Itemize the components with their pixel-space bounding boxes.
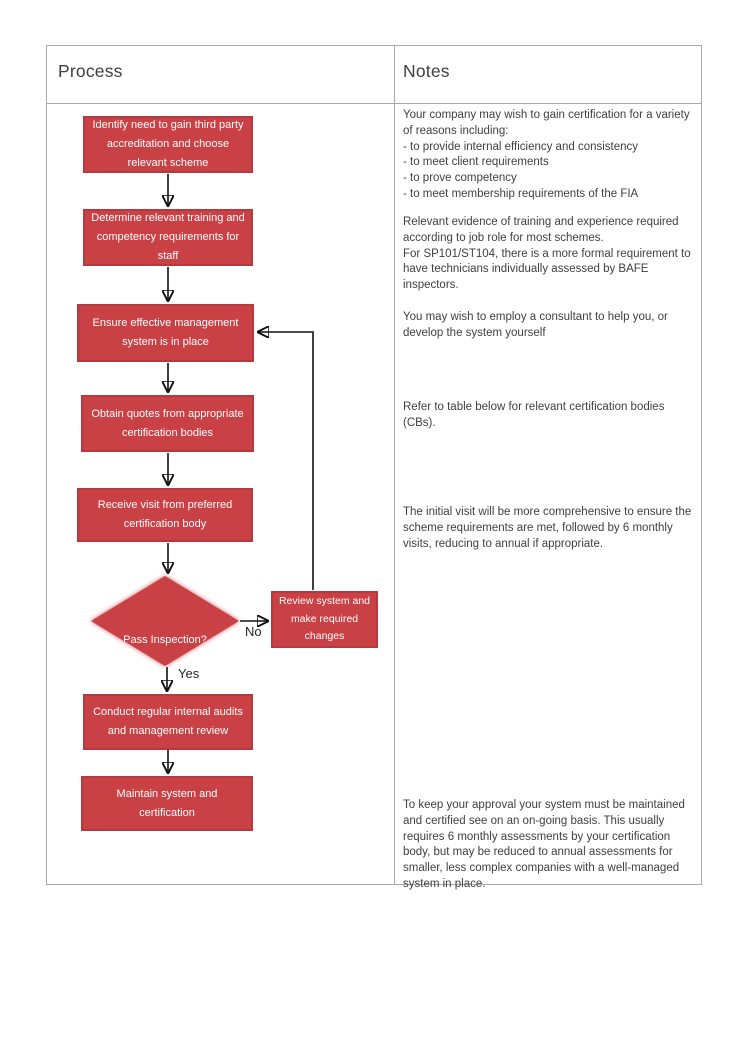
process-column-header: Process (58, 61, 123, 81)
note-cb-table-reference: Refer to table below for relevant certif… (403, 401, 665, 429)
flow-step-obtain-quotes: Obtain quotes from appropriate certifica… (81, 395, 254, 452)
flow-step-determine-training: Determine relevant training and competen… (83, 209, 253, 266)
flow-step-label: Conduct regular internal audits and mana… (93, 706, 243, 737)
note-certification-reasons: Your company may wish to gain certificat… (403, 109, 690, 200)
flow-step-ensure-management-system: Ensure effective management system is in… (77, 304, 254, 362)
flow-step-label: Identify need to gain third party accred… (92, 119, 244, 169)
flow-step-maintain-system: Maintain system and certification (81, 776, 253, 831)
process-notes-table: Process Notes Identify need to gain thir… (46, 45, 702, 890)
branch-label-yes: Yes (178, 666, 200, 681)
arrow-review-feedback-to-ensure (259, 332, 314, 590)
flow-step-label: Determine relevant training and competen… (91, 212, 245, 262)
note-consultant: You may wish to employ a consultant to h… (403, 311, 668, 339)
flow-step-label: Review system and make required changes (278, 594, 371, 643)
note-initial-visit: The initial visit will be more comprehen… (403, 506, 692, 550)
decision-pass-inspection: Pass Inspection? (91, 576, 239, 666)
note-ongoing-approval: To keep your approval your system must b… (403, 799, 685, 890)
branch-label-no: No (245, 624, 262, 639)
flow-step-label: Receive visit from preferred certificati… (97, 499, 233, 530)
note-training-evidence: Relevant evidence of training and experi… (403, 216, 691, 291)
flow-step-conduct-audits: Conduct regular internal audits and mana… (83, 694, 253, 750)
flow-step-review-system: Review system and make required changes (271, 591, 378, 648)
flow-step-label: Ensure effective management system is in… (92, 317, 239, 348)
flow-step-label: Maintain system and certification (116, 787, 218, 819)
flow-step-label: Obtain quotes from appropriate certifica… (91, 407, 244, 439)
decision-diamond-shape: Pass Inspection? (91, 576, 239, 666)
flow-step-identify-need: Identify need to gain third party accred… (83, 116, 253, 173)
column-divider (394, 46, 395, 884)
decision-label: Pass Inspection? (123, 634, 207, 646)
notes-column-header: Notes (403, 61, 450, 81)
table-header-row: Process Notes (47, 46, 701, 104)
flow-step-receive-visit: Receive visit from preferred certificati… (77, 488, 253, 542)
